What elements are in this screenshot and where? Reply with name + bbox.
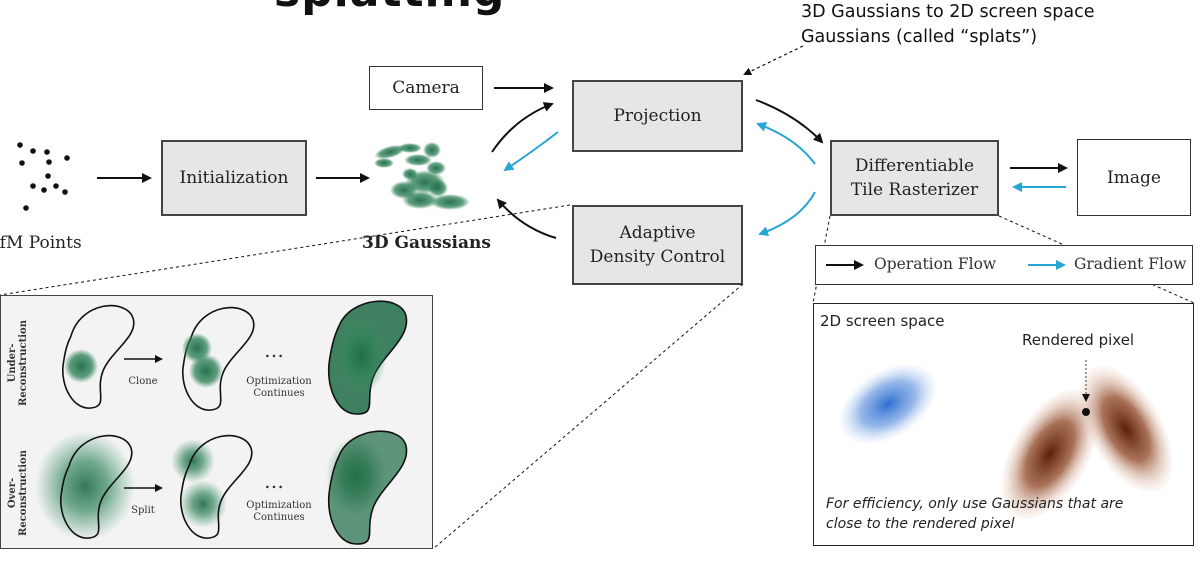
brown-gaussian-splat-right	[1079, 365, 1173, 493]
projection-box: Projection	[572, 80, 743, 152]
optimization-continues-top: Optimization Continues	[246, 376, 312, 399]
gaussians-cluster	[374, 142, 470, 210]
blue-gaussian-splat	[837, 363, 939, 445]
brown-gaussian-splat-left	[1001, 388, 1099, 520]
rasterizer-box: Differentiable Tile Rasterizer	[830, 140, 999, 216]
sfm-points-cluster	[17, 142, 70, 211]
screen-space-illustration	[837, 360, 1173, 520]
rendered-pixel-label: Rendered pixel	[1022, 331, 1135, 349]
clone-label: Clone	[128, 376, 158, 387]
legend-arrows	[826, 260, 1066, 270]
adaptive-density-control-label: Adaptive Density Control	[589, 223, 726, 267]
camera-box: Camera	[369, 66, 483, 110]
density-control-illustration	[35, 300, 408, 545]
screen-space-title: 2D screen space	[820, 312, 945, 330]
camera-label: Camera	[392, 78, 460, 98]
gaussians-label: 3D Gaussians	[362, 233, 491, 253]
legend-gradient-flow: Gradient Flow	[1074, 255, 1187, 273]
ellipsis-top: …	[264, 338, 284, 362]
screen-space-panel: 2D screen space Rendered pixel For effic…	[813, 303, 1194, 546]
rasterizer-label: Differentiable Tile Rasterizer	[850, 156, 979, 200]
split-label: Split	[131, 505, 155, 516]
image-label: Image	[1107, 167, 1161, 188]
rendered-pixel-dot	[1082, 408, 1090, 416]
initialization-box: Initialization	[161, 140, 307, 216]
efficiency-note: For efficiency, only use Gaussians that …	[826, 496, 1124, 532]
legend-operation-flow: Operation Flow	[874, 255, 997, 273]
under-reconstruction-label: Under- Reconstruction	[7, 320, 29, 406]
adaptive-density-control-box: Adaptive Density Control	[572, 205, 743, 285]
projection-label: Projection	[613, 106, 702, 126]
image-box: Image	[1077, 139, 1191, 216]
splat-caption: 3D Gaussians to 2D screen space Gaussian…	[801, 2, 1095, 47]
ellipsis-bottom: …	[264, 469, 284, 493]
optimization-continues-bottom: Optimization Continues	[246, 500, 312, 523]
page-title-text: splatting	[274, 0, 505, 17]
initialization-label: Initialization	[179, 168, 289, 188]
page-title-fragment: splatting	[274, 0, 505, 17]
over-reconstruction-label: Over- Reconstruction	[7, 450, 29, 536]
density-control-panel: Under- Reconstruction Over- Reconstructi…	[0, 295, 433, 549]
sfm-points-label: SfM Points	[0, 233, 82, 253]
flow-legend: Operation Flow Gradient Flow	[815, 245, 1193, 285]
